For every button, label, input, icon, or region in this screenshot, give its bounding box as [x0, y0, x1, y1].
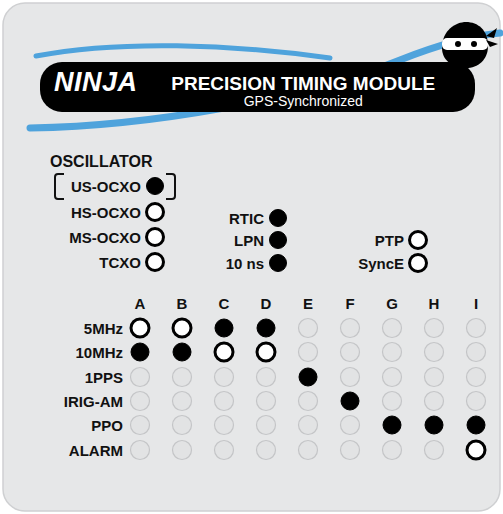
indicator-dot — [173, 392, 192, 411]
indicator-dot — [467, 343, 486, 362]
indicator-dot — [341, 441, 360, 460]
signal-name: PPO — [91, 418, 123, 433]
title-banner: NINJA PRECISION TIMING MODULEGPS-Synchron… — [40, 62, 475, 112]
indicator-dot — [147, 229, 164, 246]
indicator-dot — [131, 392, 150, 411]
indicator-dot — [270, 255, 287, 272]
signal-name: 10MHz — [75, 345, 123, 360]
indicator-dot — [383, 368, 402, 387]
indicator-dot — [173, 416, 192, 435]
indicator-dot — [341, 343, 360, 362]
indicator-dot — [467, 319, 486, 338]
column-letter: B — [177, 296, 188, 311]
indicator-dots — [131, 178, 486, 460]
indicator-dot — [215, 392, 234, 411]
feature-name: 10 ns — [226, 256, 264, 271]
bracket — [55, 174, 64, 199]
indicator-dot — [131, 343, 149, 361]
bracket — [166, 174, 175, 199]
indicator-dot — [383, 441, 402, 460]
column-letter: E — [303, 296, 313, 311]
blue-swoosh — [30, 33, 500, 128]
indicator-dot — [383, 343, 402, 362]
indicator-dot — [147, 204, 164, 221]
indicator-dot — [425, 441, 444, 460]
brand-name: NINJA — [54, 69, 138, 96]
indicator-dot — [425, 343, 444, 362]
signal-name: IRIG-AM — [64, 394, 123, 409]
indicator-dot — [410, 232, 427, 249]
indicator-dot — [257, 441, 276, 460]
indicator-dot — [215, 441, 234, 460]
oscillator-option: TCXO — [99, 255, 141, 270]
indicator-dot — [299, 416, 318, 435]
indicator-dot — [131, 441, 150, 460]
indicator-dot — [131, 416, 150, 435]
indicator-dot — [215, 343, 233, 361]
column-letter: A — [135, 296, 146, 311]
subtitle: GPS-Synchronized — [244, 94, 363, 108]
indicator-dot — [425, 392, 444, 411]
signal-name: ALARM — [69, 443, 123, 458]
indicator-dot — [173, 343, 191, 361]
card-ground — [3, 3, 500, 511]
indicator-dot — [467, 416, 485, 434]
indicator-dot — [299, 392, 318, 411]
indicator-dot — [467, 441, 485, 459]
indicator-dot — [425, 368, 444, 387]
column-letter: H — [429, 296, 440, 311]
column-letter: D — [261, 296, 272, 311]
indicator-dot — [173, 319, 191, 337]
indicator-dot — [341, 319, 360, 338]
indicator-dot — [270, 232, 287, 249]
indicator-dot — [425, 416, 443, 434]
oscillator-option: US-OCXO — [71, 179, 141, 194]
indicator-dot — [147, 254, 164, 271]
section-heading: OSCILLATOR — [50, 154, 153, 170]
product-name: PRECISION TIMING MODULE — [171, 74, 435, 93]
indicator-dot — [341, 368, 360, 387]
indicator-dot — [299, 319, 318, 338]
indicator-dot — [467, 368, 486, 387]
blue-swoosh — [36, 46, 330, 58]
indicator-dot — [173, 441, 192, 460]
indicator-dot — [383, 392, 402, 411]
indicator-dot — [215, 319, 233, 337]
indicator-dot — [131, 368, 150, 387]
indicator-dot — [257, 319, 275, 337]
indicator-dot — [147, 178, 164, 195]
indicator-dot — [383, 319, 402, 338]
indicator-dot — [270, 210, 287, 227]
indicator-dot — [341, 392, 359, 410]
indicator-dot — [410, 255, 427, 272]
indicator-dot — [383, 416, 401, 434]
signal-name: 1PPS — [85, 370, 123, 385]
indicator-dot — [299, 441, 318, 460]
feature-name: LPN — [234, 233, 264, 248]
column-letter: I — [474, 296, 478, 311]
indicator-dot — [425, 319, 444, 338]
indicator-dot — [257, 416, 276, 435]
column-letter: G — [386, 296, 398, 311]
indicator-dot — [215, 416, 234, 435]
indicator-dot — [467, 392, 486, 411]
feature-name: RTIC — [229, 211, 264, 226]
indicator-dot — [257, 392, 276, 411]
indicator-dot — [257, 368, 276, 387]
signal-name: 5MHz — [84, 321, 123, 336]
indicator-dot — [299, 368, 317, 386]
indicator-dot — [215, 368, 234, 387]
indicator-dot — [131, 319, 149, 337]
column-letter: C — [219, 296, 230, 311]
indicator-dot — [173, 368, 192, 387]
indicator-dot — [341, 416, 360, 435]
indicator-dot — [299, 343, 318, 362]
feature-name: SyncE — [358, 256, 404, 271]
oscillator-option: HS-OCXO — [71, 205, 141, 220]
column-letter: F — [345, 296, 354, 311]
indicator-dot — [257, 343, 275, 361]
feature-name: PTP — [375, 233, 404, 248]
oscillator-option: MS-OCXO — [69, 230, 141, 245]
